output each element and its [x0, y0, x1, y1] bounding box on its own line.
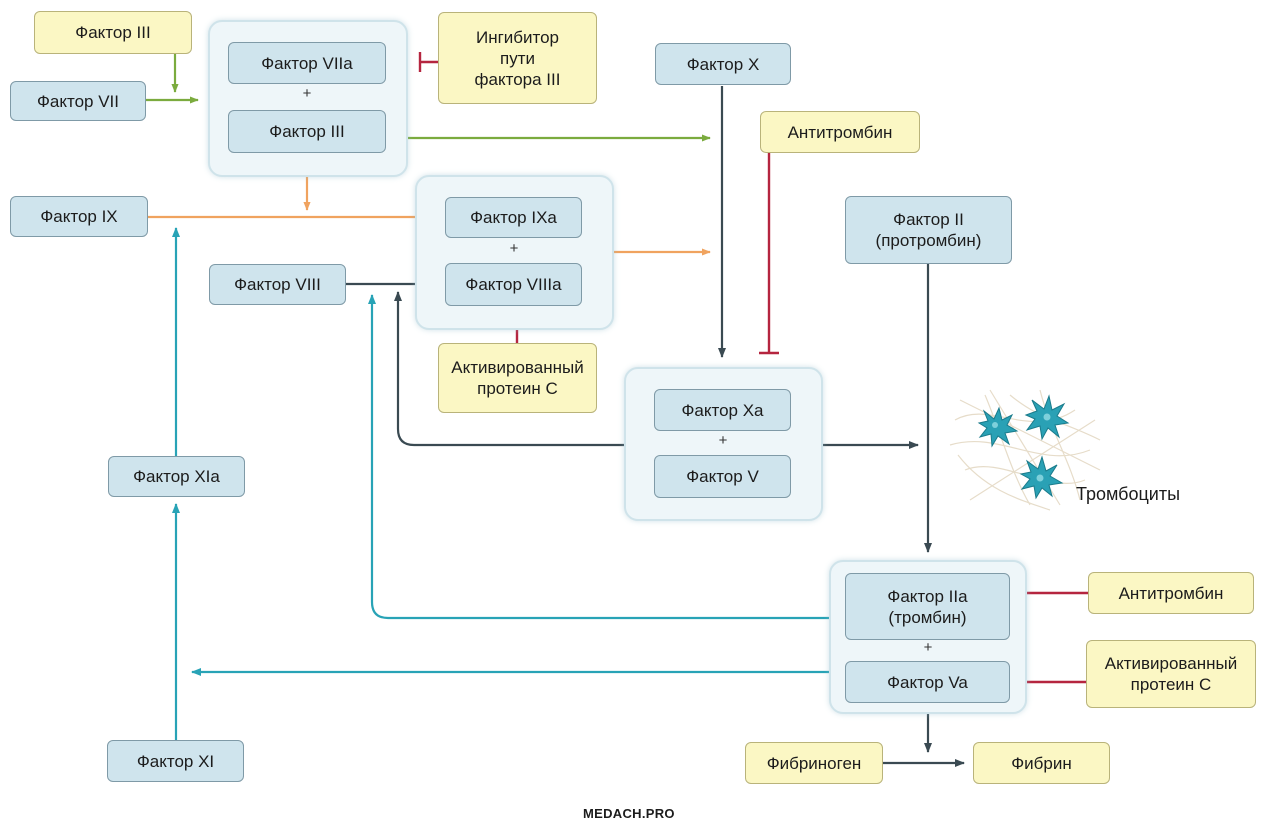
arrow-thrombin-feedback-to-viii: [368, 294, 830, 620]
plus-sign: +: [302, 85, 312, 102]
platelets-label: Тромбоциты: [1076, 484, 1181, 504]
factor-ix-node: Фактор IX: [10, 196, 148, 237]
inhibit-antithrombin-top: [759, 153, 779, 355]
antithrombin-bottom-node: Антитромбин: [1088, 572, 1254, 614]
fibrin-node: Фибрин: [973, 742, 1110, 784]
factor-xia-node: Фактор XIa: [108, 456, 245, 497]
factor-v-node: Фактор V: [654, 455, 791, 498]
plus-sign: +: [509, 240, 519, 257]
inhibit-antithrombin-bottom: [1018, 583, 1088, 603]
factor-ii-node: Фактор II (протромбин): [845, 196, 1012, 264]
factor-ixa-node: Фактор IXa: [445, 197, 582, 238]
factor-xi-node: Фактор XI: [107, 740, 244, 782]
watermark: MEDACH.PRO: [583, 806, 675, 821]
activated-protein-c-bottom-node: Активированный протеин С: [1086, 640, 1256, 708]
factor-viia-node: Фактор VIIa: [228, 42, 386, 84]
inhibit-protein-c-bottom: [1018, 672, 1086, 692]
factor-iii-complex-node: Фактор III: [228, 110, 386, 153]
platelet-cell: [1024, 394, 1070, 441]
fibrinogen-node: Фибриноген: [745, 742, 883, 784]
plus-sign: +: [718, 432, 728, 449]
factor-vii-node: Фактор VII: [10, 81, 146, 121]
activated-protein-c-top-node: Активированный протеин С: [438, 343, 597, 413]
plus-sign: +: [923, 639, 933, 656]
factor-va-node: Фактор Va: [845, 661, 1010, 703]
factor-iii-node: Фактор III: [34, 11, 192, 54]
antithrombin-top-node: Антитромбин: [760, 111, 920, 153]
factor-x-node: Фактор X: [655, 43, 791, 85]
inhibit-tfpi: [418, 52, 438, 72]
platelet-cell: [1019, 455, 1064, 500]
factor-iia-node: Фактор IIa (тромбин): [845, 573, 1010, 640]
factor-xa-node: Фактор Xa: [654, 389, 791, 431]
platelet-cell: [977, 406, 1019, 448]
factor-viiia-node: Фактор VIIIa: [445, 263, 582, 306]
factor-viii-node: Фактор VIII: [209, 264, 346, 305]
arrow-xa-feedback-to-viii: [394, 291, 624, 447]
tfpi-node: Ингибитор пути фактора III: [438, 12, 597, 104]
